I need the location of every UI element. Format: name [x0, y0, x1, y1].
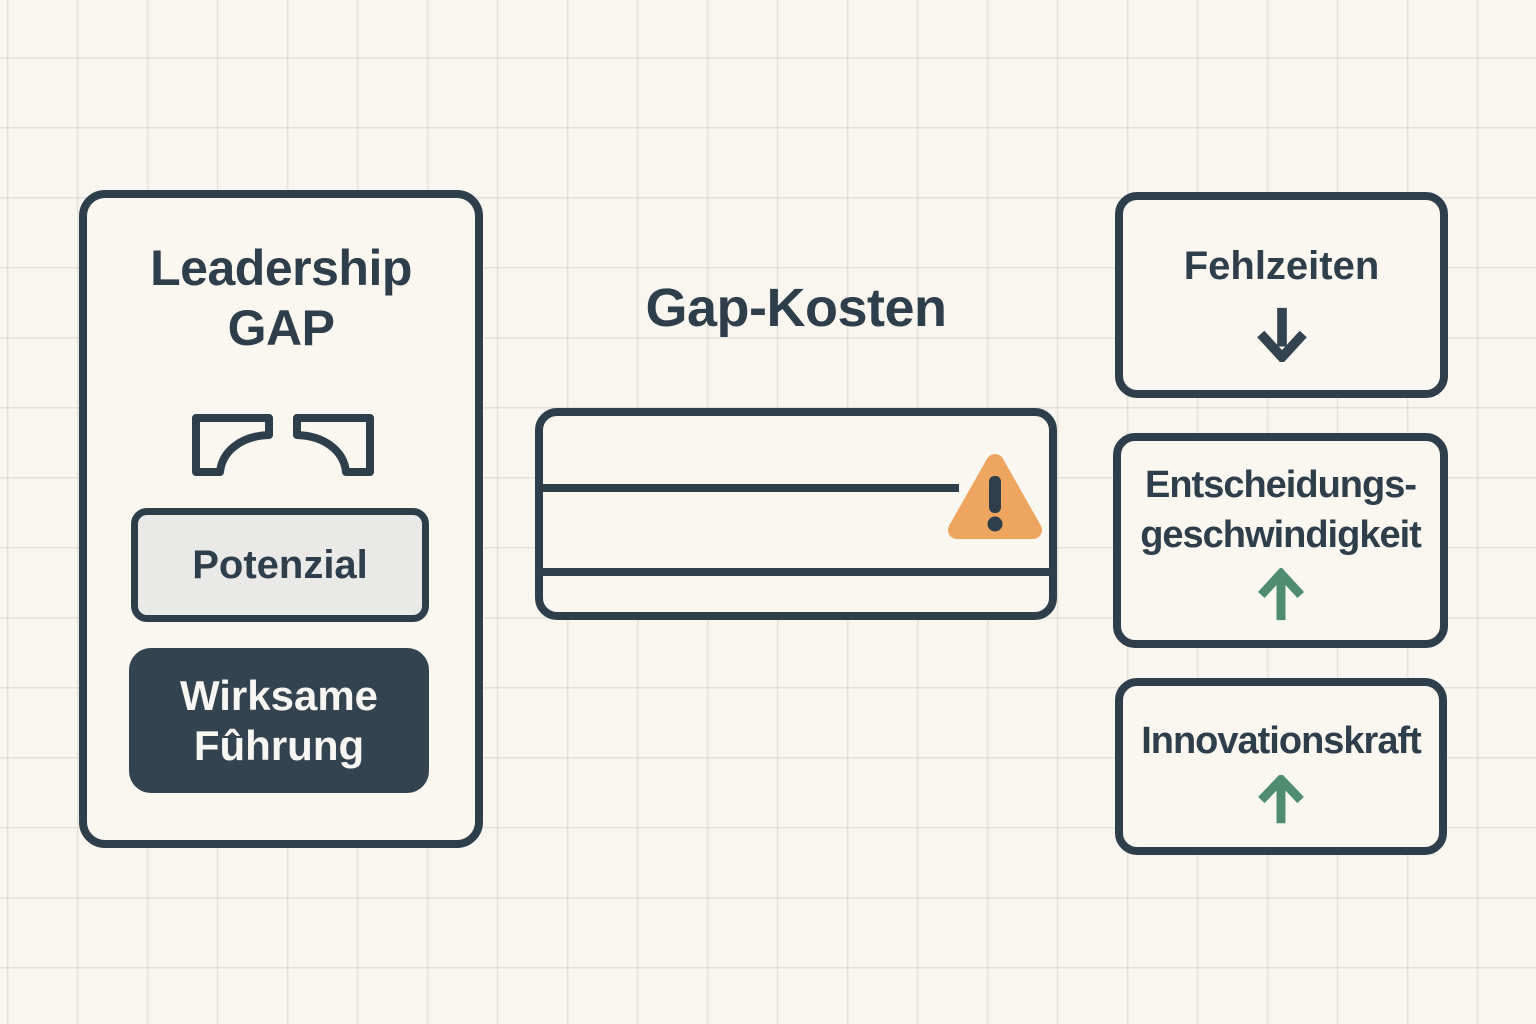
arrow-up-icon — [1255, 774, 1307, 825]
gap-kosten-title: Gap-Kosten — [645, 278, 947, 338]
entscheidungsgeschwindigkeit-label: Entscheidungs- geschwindigkeit — [1140, 460, 1422, 560]
arrow-down-icon — [1254, 306, 1310, 362]
entscheidungsgeschwindigkeit-box: Entscheidungs- geschwindigkeit — [1113, 433, 1448, 648]
cost-row-divider-1 — [535, 484, 959, 492]
fehlzeiten-label: Fehlzeiten — [1183, 244, 1380, 288]
gap-brackets-icon — [191, 413, 375, 477]
fehlzeiten-box: Fehlzeiten — [1115, 192, 1448, 398]
potenzial-label: Potenzial — [192, 542, 368, 587]
innovationskraft-label: Innovationskraft — [1141, 719, 1422, 762]
innovationskraft-box: Innovationskraft — [1115, 678, 1447, 855]
wirksame-fuehrung-label-line2: Fûhrung — [193, 721, 365, 769]
leadership-gap-title: Leadership GAP — [87, 238, 475, 358]
arrow-up-icon — [1255, 567, 1307, 622]
leadership-gap-title-line2: GAP — [227, 300, 335, 356]
leadership-gap-title-line1: Leadership — [150, 240, 412, 296]
potenzial-box: Potenzial — [131, 508, 429, 622]
gap-kosten-box — [535, 408, 1057, 620]
wirksame-fuehrung-label-line1: Wirksame — [179, 671, 379, 719]
wirksame-fuehrung-box: Wirksame Fûhrung — [129, 648, 429, 793]
entscheidungsgeschwindigkeit-label-line2: geschwindigkeit — [1140, 513, 1422, 556]
warning-triangle-icon — [943, 450, 1047, 546]
cost-row-divider-2 — [535, 568, 1057, 576]
leadership-gap-panel: Leadership GAP Potenzial Wirksame Fûhrun… — [79, 190, 483, 848]
entscheidungsgeschwindigkeit-label-line1: Entscheidungs- — [1144, 463, 1417, 506]
